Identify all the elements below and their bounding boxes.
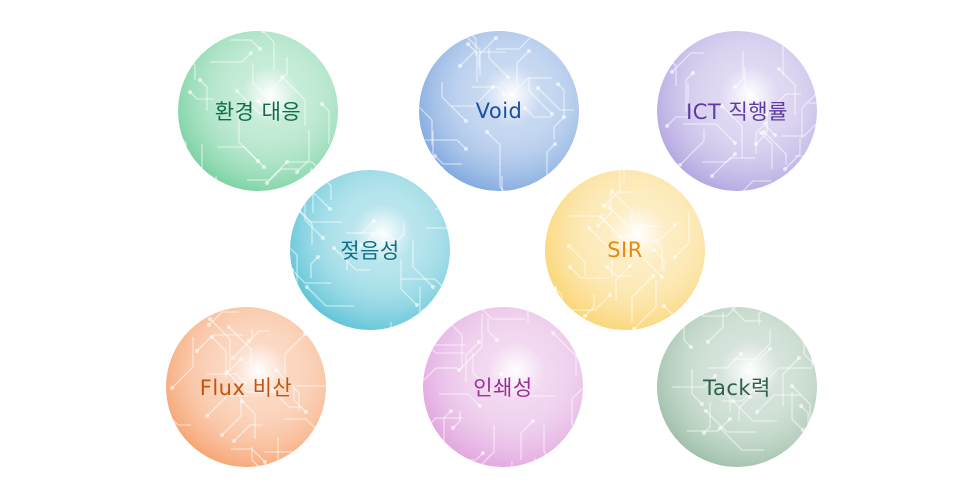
bubble-void: Void [419,31,579,191]
bubble-label: 젖음성 [340,239,400,263]
circuit-pattern [290,170,450,330]
bubble-label: ICT 직행률 [686,100,788,124]
circuit-pattern [657,31,817,191]
circuit-pattern [657,307,817,467]
bubble-tack: Tack력 [657,307,817,467]
bubble-ict: ICT 직행률 [657,31,817,191]
bubble-label: Flux 비산 [199,376,293,400]
bubble-wettability: 젖음성 [290,170,450,330]
circuit-pattern [166,307,326,467]
circuit-pattern [423,307,583,467]
bubble-label: 환경 대응 [214,100,302,124]
circuit-pattern [545,170,705,330]
bubble-printability: 인쇄성 [423,307,583,467]
circuit-pattern [178,31,338,191]
circuit-pattern [419,31,579,191]
bubble-label: Tack력 [703,376,771,400]
bubble-label: 인쇄성 [473,376,533,400]
bubble-label: Void [475,99,523,123]
bubble-label: SIR [607,238,643,262]
bubble-sir: SIR [545,170,705,330]
bubble-flux: Flux 비산 [166,307,326,467]
bubble-environment: 환경 대응 [178,31,338,191]
